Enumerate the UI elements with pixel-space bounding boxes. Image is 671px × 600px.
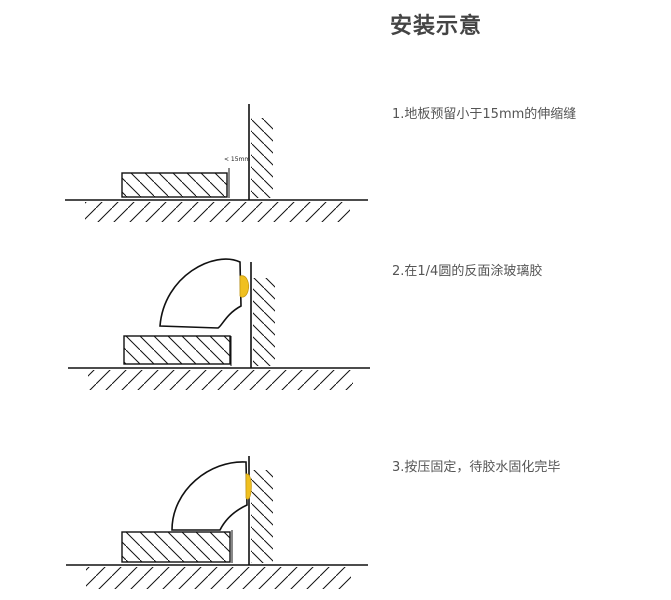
step-2-diagram (68, 258, 370, 390)
quarter-round-trim (171, 461, 248, 531)
ground-hatch (86, 567, 351, 589)
step-1-label: 1.地板预留小于15mm的伸缩缝 (392, 107, 577, 122)
step-1-diagram: < 15mm (65, 104, 368, 222)
ground-hatch (88, 370, 353, 390)
step-2-label: 2.在1/4圆的反面涂玻璃胶 (392, 264, 543, 279)
floor-board (121, 531, 231, 563)
wall-hatch (253, 278, 275, 366)
wall-hatch (251, 470, 273, 563)
step-3-label: 3.按压固定，待胶水固化完毕 (392, 460, 561, 475)
floor-board (123, 335, 231, 365)
glue-blob (245, 473, 252, 500)
step-3-diagram (66, 456, 368, 589)
ground-hatch (85, 202, 350, 222)
quarter-round-trim (159, 258, 242, 329)
wall-hatch (251, 118, 273, 198)
glue-blob (239, 275, 249, 298)
page-title: 安装示意 (390, 14, 483, 39)
gap-label: < 15mm (224, 156, 250, 163)
floor-board (121, 172, 228, 198)
